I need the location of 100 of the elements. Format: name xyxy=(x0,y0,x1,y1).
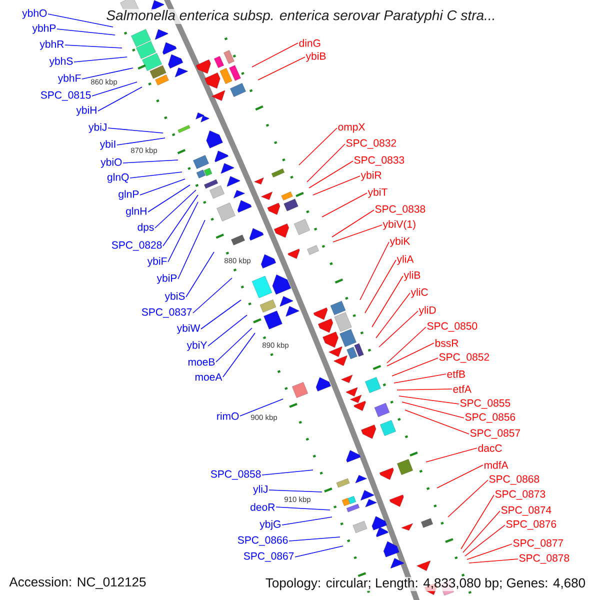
leader-line xyxy=(466,544,512,560)
leader-line xyxy=(392,358,438,376)
leader-line xyxy=(222,332,256,378)
leader-line xyxy=(48,14,114,28)
leader-line xyxy=(376,292,410,338)
gene-label: SPC_0855 xyxy=(460,399,510,409)
gene-label: bssR xyxy=(435,339,458,347)
leader-line xyxy=(426,448,478,462)
leader-line xyxy=(200,300,242,330)
leader-line xyxy=(394,374,446,384)
gene-label: SPC_0815 xyxy=(40,91,91,101)
leader-line xyxy=(372,276,404,328)
gene-label: deoR xyxy=(250,503,275,511)
gene-label: ybiK xyxy=(390,237,410,247)
leader-line xyxy=(64,44,122,48)
gene-label: SPC_0877 xyxy=(513,539,564,549)
leader-line xyxy=(192,278,232,314)
gene-label: etfA xyxy=(453,385,472,393)
gene-label: moeB xyxy=(188,358,215,366)
leader-line xyxy=(306,144,346,182)
leader-line xyxy=(252,42,298,68)
gene-label: rimO xyxy=(217,412,239,420)
leader-line xyxy=(162,194,198,246)
leader-line xyxy=(312,176,360,196)
gene-label: dps xyxy=(138,223,154,233)
leader-line xyxy=(216,328,252,362)
gene-label: dacC xyxy=(478,444,502,452)
gene-label: moeA xyxy=(195,373,222,381)
leader-line xyxy=(186,252,214,298)
leader-line xyxy=(468,558,518,564)
leader-line xyxy=(122,160,178,164)
accession-text: Accession: NC_012125 xyxy=(9,577,146,590)
genome-info: Topology: circular; Length: 4,833,080 bp; Genes: 4,680 xyxy=(264,576,587,592)
gene-label: ybhF xyxy=(58,74,81,84)
gene-label: ybiR xyxy=(360,171,382,181)
gene-label: ybhP xyxy=(32,24,56,34)
gene-label: SPC_0874 xyxy=(501,506,552,516)
gene-label: ybiS xyxy=(164,292,185,302)
gene-label: yliD xyxy=(418,306,436,316)
gene-label: ybiO xyxy=(100,158,122,168)
gene-label: SPC_0857 xyxy=(470,429,520,439)
leader-line xyxy=(386,342,434,366)
gene-label: SPC_0856 xyxy=(465,413,516,423)
leader-line xyxy=(332,210,374,238)
gene-label: SPC_0837 xyxy=(142,308,192,318)
leader-line xyxy=(140,178,186,196)
leader-line xyxy=(56,28,116,36)
leader-line xyxy=(404,410,470,434)
gene-label: ybhR xyxy=(40,40,64,50)
leader-line xyxy=(464,524,506,556)
gene-label: ybiT xyxy=(368,188,388,198)
leader-line xyxy=(130,172,182,178)
leader-line xyxy=(364,260,396,314)
leader-line xyxy=(288,536,340,542)
gene-label: ybiV(1) xyxy=(382,220,416,230)
gene-label: dinG xyxy=(299,39,320,47)
gene-label: SPC_0873 xyxy=(495,490,546,500)
leader-line xyxy=(460,494,494,550)
gene-label: SPC_0868 xyxy=(489,475,540,485)
gene-label: glnH xyxy=(126,207,146,217)
leader-line xyxy=(294,546,344,558)
gene-label: ybhS xyxy=(49,57,73,67)
gene-label: glnP xyxy=(118,190,139,200)
leader-line xyxy=(82,68,134,80)
gene-label: yliC xyxy=(410,288,428,298)
gene-label: SPC_0850 xyxy=(427,322,478,332)
gene-label: SPC_0828 xyxy=(112,241,162,251)
leader-line xyxy=(308,160,354,188)
gene-label: SPC_0878 xyxy=(519,554,570,564)
gene-label: SPC_0838 xyxy=(375,205,426,215)
gene-label: etfB xyxy=(447,370,465,378)
leader-line xyxy=(378,310,418,348)
gene-label: ybiP xyxy=(156,274,177,284)
gene-label: yliJ xyxy=(253,485,268,495)
gene-label: SPC_0866 xyxy=(238,536,288,546)
leader-line xyxy=(276,506,330,510)
gene-label: ybiF xyxy=(147,257,167,267)
leader-line xyxy=(386,326,426,364)
leader-line xyxy=(398,396,460,404)
leader-line xyxy=(360,242,390,300)
gene-label: mdfA xyxy=(484,461,508,469)
leader-line xyxy=(148,184,190,212)
leader-line xyxy=(462,510,500,553)
gene-label: SPC_0858 xyxy=(210,470,261,480)
gene-label: ybhO xyxy=(22,9,47,19)
leader-line xyxy=(258,56,306,80)
gene-label: yliA xyxy=(396,255,414,265)
leader-line xyxy=(240,398,284,416)
leader-line xyxy=(208,314,248,346)
leader-line xyxy=(98,86,142,112)
gene-label: ompX xyxy=(338,123,365,133)
title: Salmonella enterica subsp. enterica serovar Paratyphi C stra... xyxy=(105,8,497,24)
gene-label: ybjG xyxy=(260,520,280,530)
gene-label: ybiB xyxy=(306,52,326,62)
gene-label: SPC_0867 xyxy=(244,552,294,562)
leader-line xyxy=(108,128,164,134)
leader-line xyxy=(322,192,368,218)
gene-label: ybiY xyxy=(186,341,207,351)
gene-label: ybiW xyxy=(176,324,200,334)
gene-label: ybiI xyxy=(100,140,116,150)
